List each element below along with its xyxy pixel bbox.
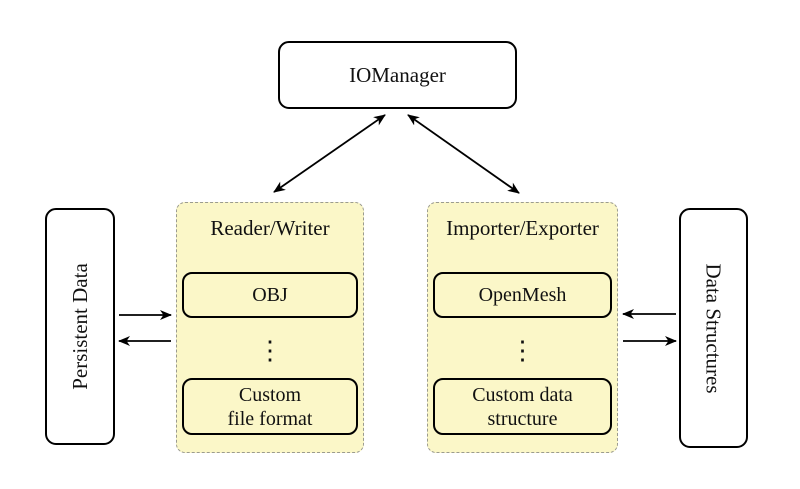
openmesh-node: OpenMesh [433, 272, 612, 318]
openmesh-label: OpenMesh [478, 284, 567, 306]
data-structures-label: Data Structures [702, 262, 727, 394]
reader-writer-title: Reader/Writer [210, 216, 330, 240]
obj-node: OBJ [182, 272, 358, 318]
importer-exporter-group: Importer/Exporter OpenMesh ⋮ Custom data… [427, 202, 618, 453]
iomanager-node: IOManager [278, 41, 517, 109]
importer-exporter-ellipsis: ⋮ [509, 336, 536, 365]
persistent-data-label: Persistent Data [67, 263, 92, 390]
custom-data-structure-line2: structure [487, 407, 558, 430]
data-structures-node: Data Structures [679, 208, 748, 448]
arrow-iomanager-reader-writer [273, 114, 386, 193]
iomanager-label: IOManager [349, 62, 446, 87]
custom-file-format-node: Custom file format [182, 378, 358, 435]
custom-data-structure-node: Custom data structure [433, 378, 612, 435]
arrow-iomanager-importer-exporter [407, 114, 520, 194]
custom-data-structure-line1: Custom data [472, 383, 573, 406]
reader-writer-ellipsis: ⋮ [257, 336, 283, 365]
custom-file-format-line2: file format [227, 407, 313, 430]
persistent-data-node: Persistent Data [45, 208, 115, 445]
importer-exporter-title: Importer/Exporter [446, 216, 599, 240]
custom-file-format-line1: Custom [238, 383, 302, 406]
reader-writer-group: Reader/Writer OBJ ⋮ Custom file format [176, 202, 364, 453]
obj-label: OBJ [252, 284, 288, 306]
